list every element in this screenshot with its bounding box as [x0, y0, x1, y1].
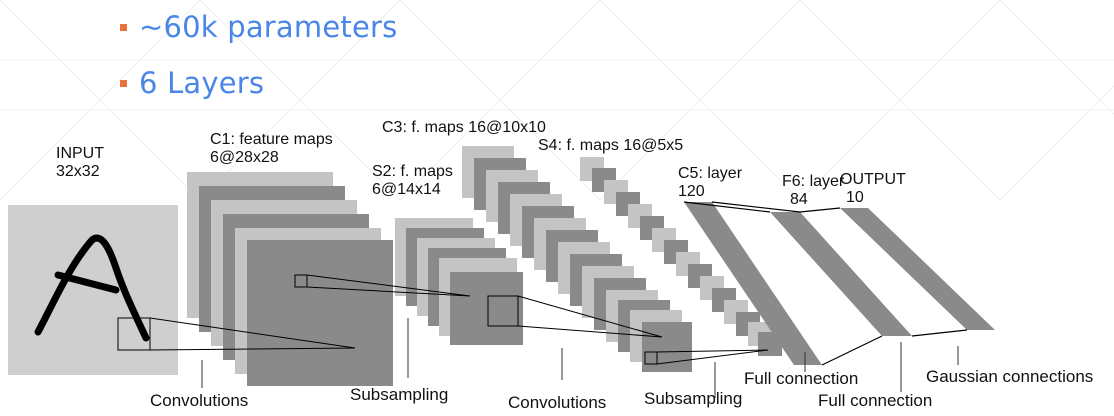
c5-title-label: C5: layer [678, 165, 743, 182]
subsampling-label-2: Subsampling [644, 389, 742, 408]
bullet-text: 6 Layers [139, 66, 265, 100]
f6-size-label: 84 [790, 191, 808, 208]
bullet-marker-icon [120, 23, 127, 31]
output-title-label: OUTPUT [840, 171, 906, 188]
full-connection-label-2: Full connection [818, 391, 932, 410]
lenet-architecture-diagram: INPUT 32x32 C1: feature maps 6@28x28 C3:… [8, 119, 1093, 412]
c1-title-label: C1: feature maps [210, 131, 333, 148]
c1-feature-maps [187, 172, 393, 386]
c5-size-label: 120 [678, 183, 705, 200]
c3-title-label: C3: f. maps 16@10x10 [382, 119, 546, 136]
s2-size-label: 6@14x14 [372, 181, 441, 198]
bullet-layers: 6 Layers [120, 66, 264, 100]
label-tick-marks [201, 318, 959, 398]
s4-feature-maps [580, 157, 782, 356]
gaussian-connections-label: Gaussian connections [926, 367, 1093, 386]
convolutions-label-2: Convolutions [508, 393, 606, 412]
convolutions-label-1: Convolutions [150, 391, 248, 410]
output-size-label: 10 [846, 189, 864, 206]
bullet-marker-icon [120, 79, 127, 87]
fully-connected-layers [684, 202, 995, 365]
bullet-parameters: ~60k parameters [120, 10, 397, 44]
s2-feature-maps [395, 218, 523, 345]
input-receptive-field [117, 317, 151, 351]
input-title-label: INPUT [56, 145, 104, 162]
connection-lines [149, 274, 769, 365]
s4-title-label: S4: f. maps 16@5x5 [538, 137, 683, 154]
f6-title-label: F6: layer [782, 173, 845, 190]
input-size-label: 32x32 [56, 163, 100, 180]
handwritten-a-glyph [34, 234, 150, 342]
fc-connection-lines [683, 201, 968, 366]
full-connection-label-1: Full connection [744, 369, 858, 388]
bullet-text: ~60k parameters [139, 10, 398, 44]
c1-size-label: 6@28x28 [210, 149, 279, 166]
s2-title-label: S2: f. maps [372, 163, 453, 180]
subsampling-label-1: Subsampling [350, 385, 448, 404]
